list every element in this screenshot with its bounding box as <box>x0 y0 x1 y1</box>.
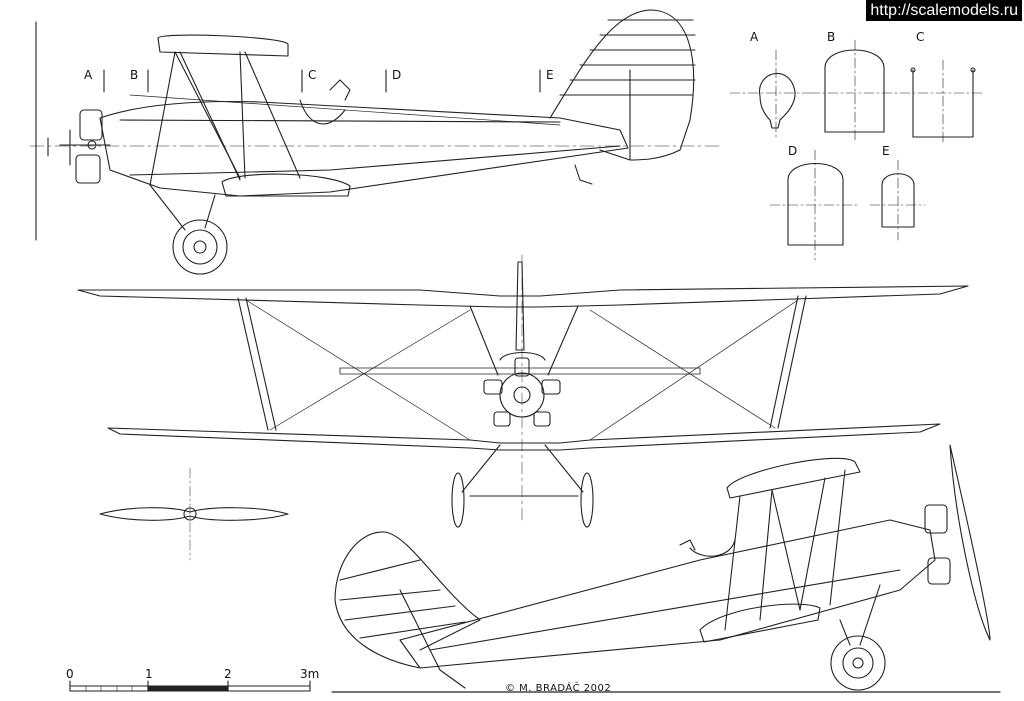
scale-label-2: 2 <box>224 667 232 681</box>
perspective-view <box>334 444 991 691</box>
cross-section-label-c: C <box>916 30 925 44</box>
cross-section-label-d: D <box>788 144 798 158</box>
author-credit: © M. BRADÁČ 2002 <box>505 683 612 694</box>
cross-section-label-e: E <box>882 144 890 158</box>
section-label-d: D <box>392 68 402 82</box>
scale-label-0: 0 <box>66 667 74 681</box>
scale-bar <box>69 680 311 692</box>
section-label-a: A <box>84 68 93 82</box>
side-view <box>29 9 721 275</box>
section-label-b: B <box>130 68 139 82</box>
scale-label-1: 1 <box>145 667 153 681</box>
cross-sections <box>729 39 986 261</box>
section-label-e: E <box>546 68 554 82</box>
propeller-profile <box>99 467 289 561</box>
watermark-url[interactable]: http://scalemodels.ru <box>866 0 1022 21</box>
scale-label-3m: 3m <box>300 667 320 681</box>
section-label-c: C <box>308 68 317 82</box>
cross-section-label-b: B <box>827 30 836 44</box>
front-view <box>77 254 969 528</box>
cross-section-label-a: A <box>750 30 759 44</box>
